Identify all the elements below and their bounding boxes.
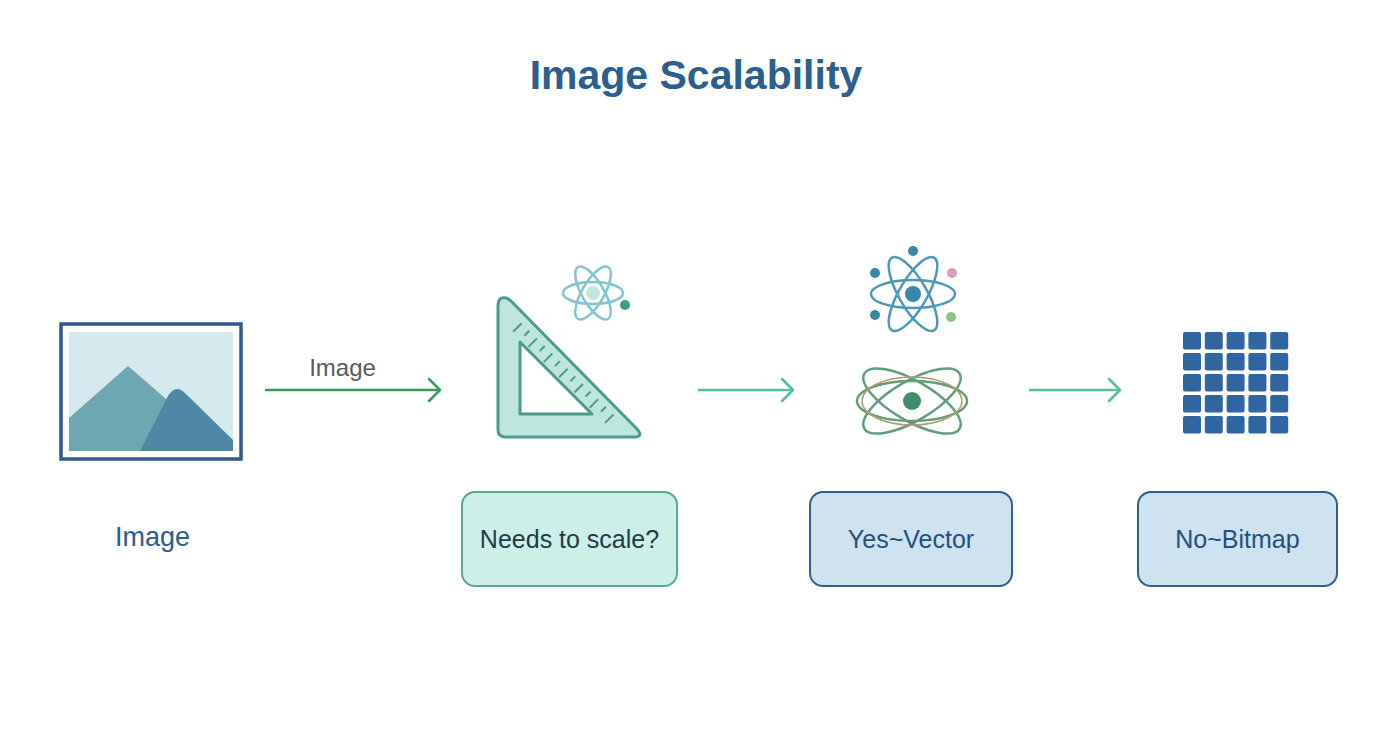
atom-green [854,356,969,446]
orbit [880,251,946,338]
bitmap-grid-icon [1183,332,1288,434]
frame-outline [61,324,241,459]
ruler-tick [586,392,591,397]
ruler-tick [555,361,560,366]
pixel-cell [1248,332,1266,350]
box-label: Needs to scale? [480,524,659,554]
pixel-cell [1183,374,1201,392]
flow-arrow [265,379,440,401]
pixel-cell [1183,395,1201,413]
pixel-cell [1270,416,1288,434]
pixel-cell [1227,353,1245,371]
ruler-tick [524,331,529,336]
diagram-title: Image Scalability [0,52,1392,99]
pixel-cell [1227,332,1245,350]
image-icon [61,324,241,459]
ruler-tick [601,407,606,412]
electron [946,312,956,322]
arrow-shaft [1029,389,1120,392]
nucleus [903,392,921,410]
orbit [568,262,617,325]
orbit [568,262,617,325]
box-outline: Yes~Vector [809,491,1013,587]
image-node: Image [40,315,265,565]
box-label: Yes~Vector [848,524,974,554]
frame-sky [69,332,233,451]
flow-arrow [698,379,793,401]
pixel-cell [1205,353,1223,371]
ruler-tick [544,354,552,363]
electron [620,300,630,310]
arrow-shaft [265,389,440,392]
process-box: Needs to scale? [440,255,698,590]
orbit [862,377,962,425]
arrow-head [1109,379,1120,401]
arrow-shaft [698,389,793,392]
pixel-cell [1205,374,1223,392]
electron [870,310,880,320]
node-caption: Image [40,522,265,553]
pixel-cell [1183,353,1201,371]
pixel-cell [1270,374,1288,392]
pixel-cell [1205,416,1223,434]
orbit [854,356,969,446]
set-square [498,298,640,437]
box-label: No~Bitmap [1175,524,1299,554]
electron [947,268,957,278]
ruler-tick [540,346,545,351]
pixel-cell [1248,353,1266,371]
pixel-cell [1205,332,1223,350]
pixel-cell [1183,332,1201,350]
orbit [854,356,969,446]
arrow-head [429,379,440,401]
atom-blue [870,246,957,337]
pixel-cell [1248,416,1266,434]
ruler-ticks [513,323,613,423]
pixel-cell [1270,332,1288,350]
orbit [857,381,967,421]
orbit [871,280,955,308]
mountain-right [140,389,233,451]
orbit [880,251,946,338]
ruler-tick [605,414,613,423]
flow-arrow [1029,379,1120,401]
atom-small [563,262,630,325]
pixel-cell [1183,416,1201,434]
ruler-tick [570,376,575,381]
process-box: Yes~Vector [793,240,1029,590]
arrow-head [782,379,793,401]
pixel-cell [1248,374,1266,392]
pixel-cell [1227,416,1245,434]
pixel-cell [1227,395,1245,413]
electron [908,246,918,256]
edge-label: Image [309,354,376,382]
pixel-cell [1227,374,1245,392]
pixel-cell [1270,395,1288,413]
ruler-tick [574,384,582,393]
pixel-cell [1205,395,1223,413]
set-square-icon [498,298,640,437]
ruler-tick [513,323,521,332]
pixel-cell [1248,395,1266,413]
ruler-tick [529,338,537,347]
nucleus [586,286,600,300]
box-outline: Needs to scale? [461,491,678,587]
box-outline: No~Bitmap [1137,491,1338,587]
orbit [563,282,623,304]
electron [870,268,880,278]
pixel-cell [1270,353,1288,371]
nucleus [905,286,921,302]
ruler-tick [559,369,567,378]
ruler-tick [590,399,598,408]
process-box: No~Bitmap [1120,320,1355,590]
